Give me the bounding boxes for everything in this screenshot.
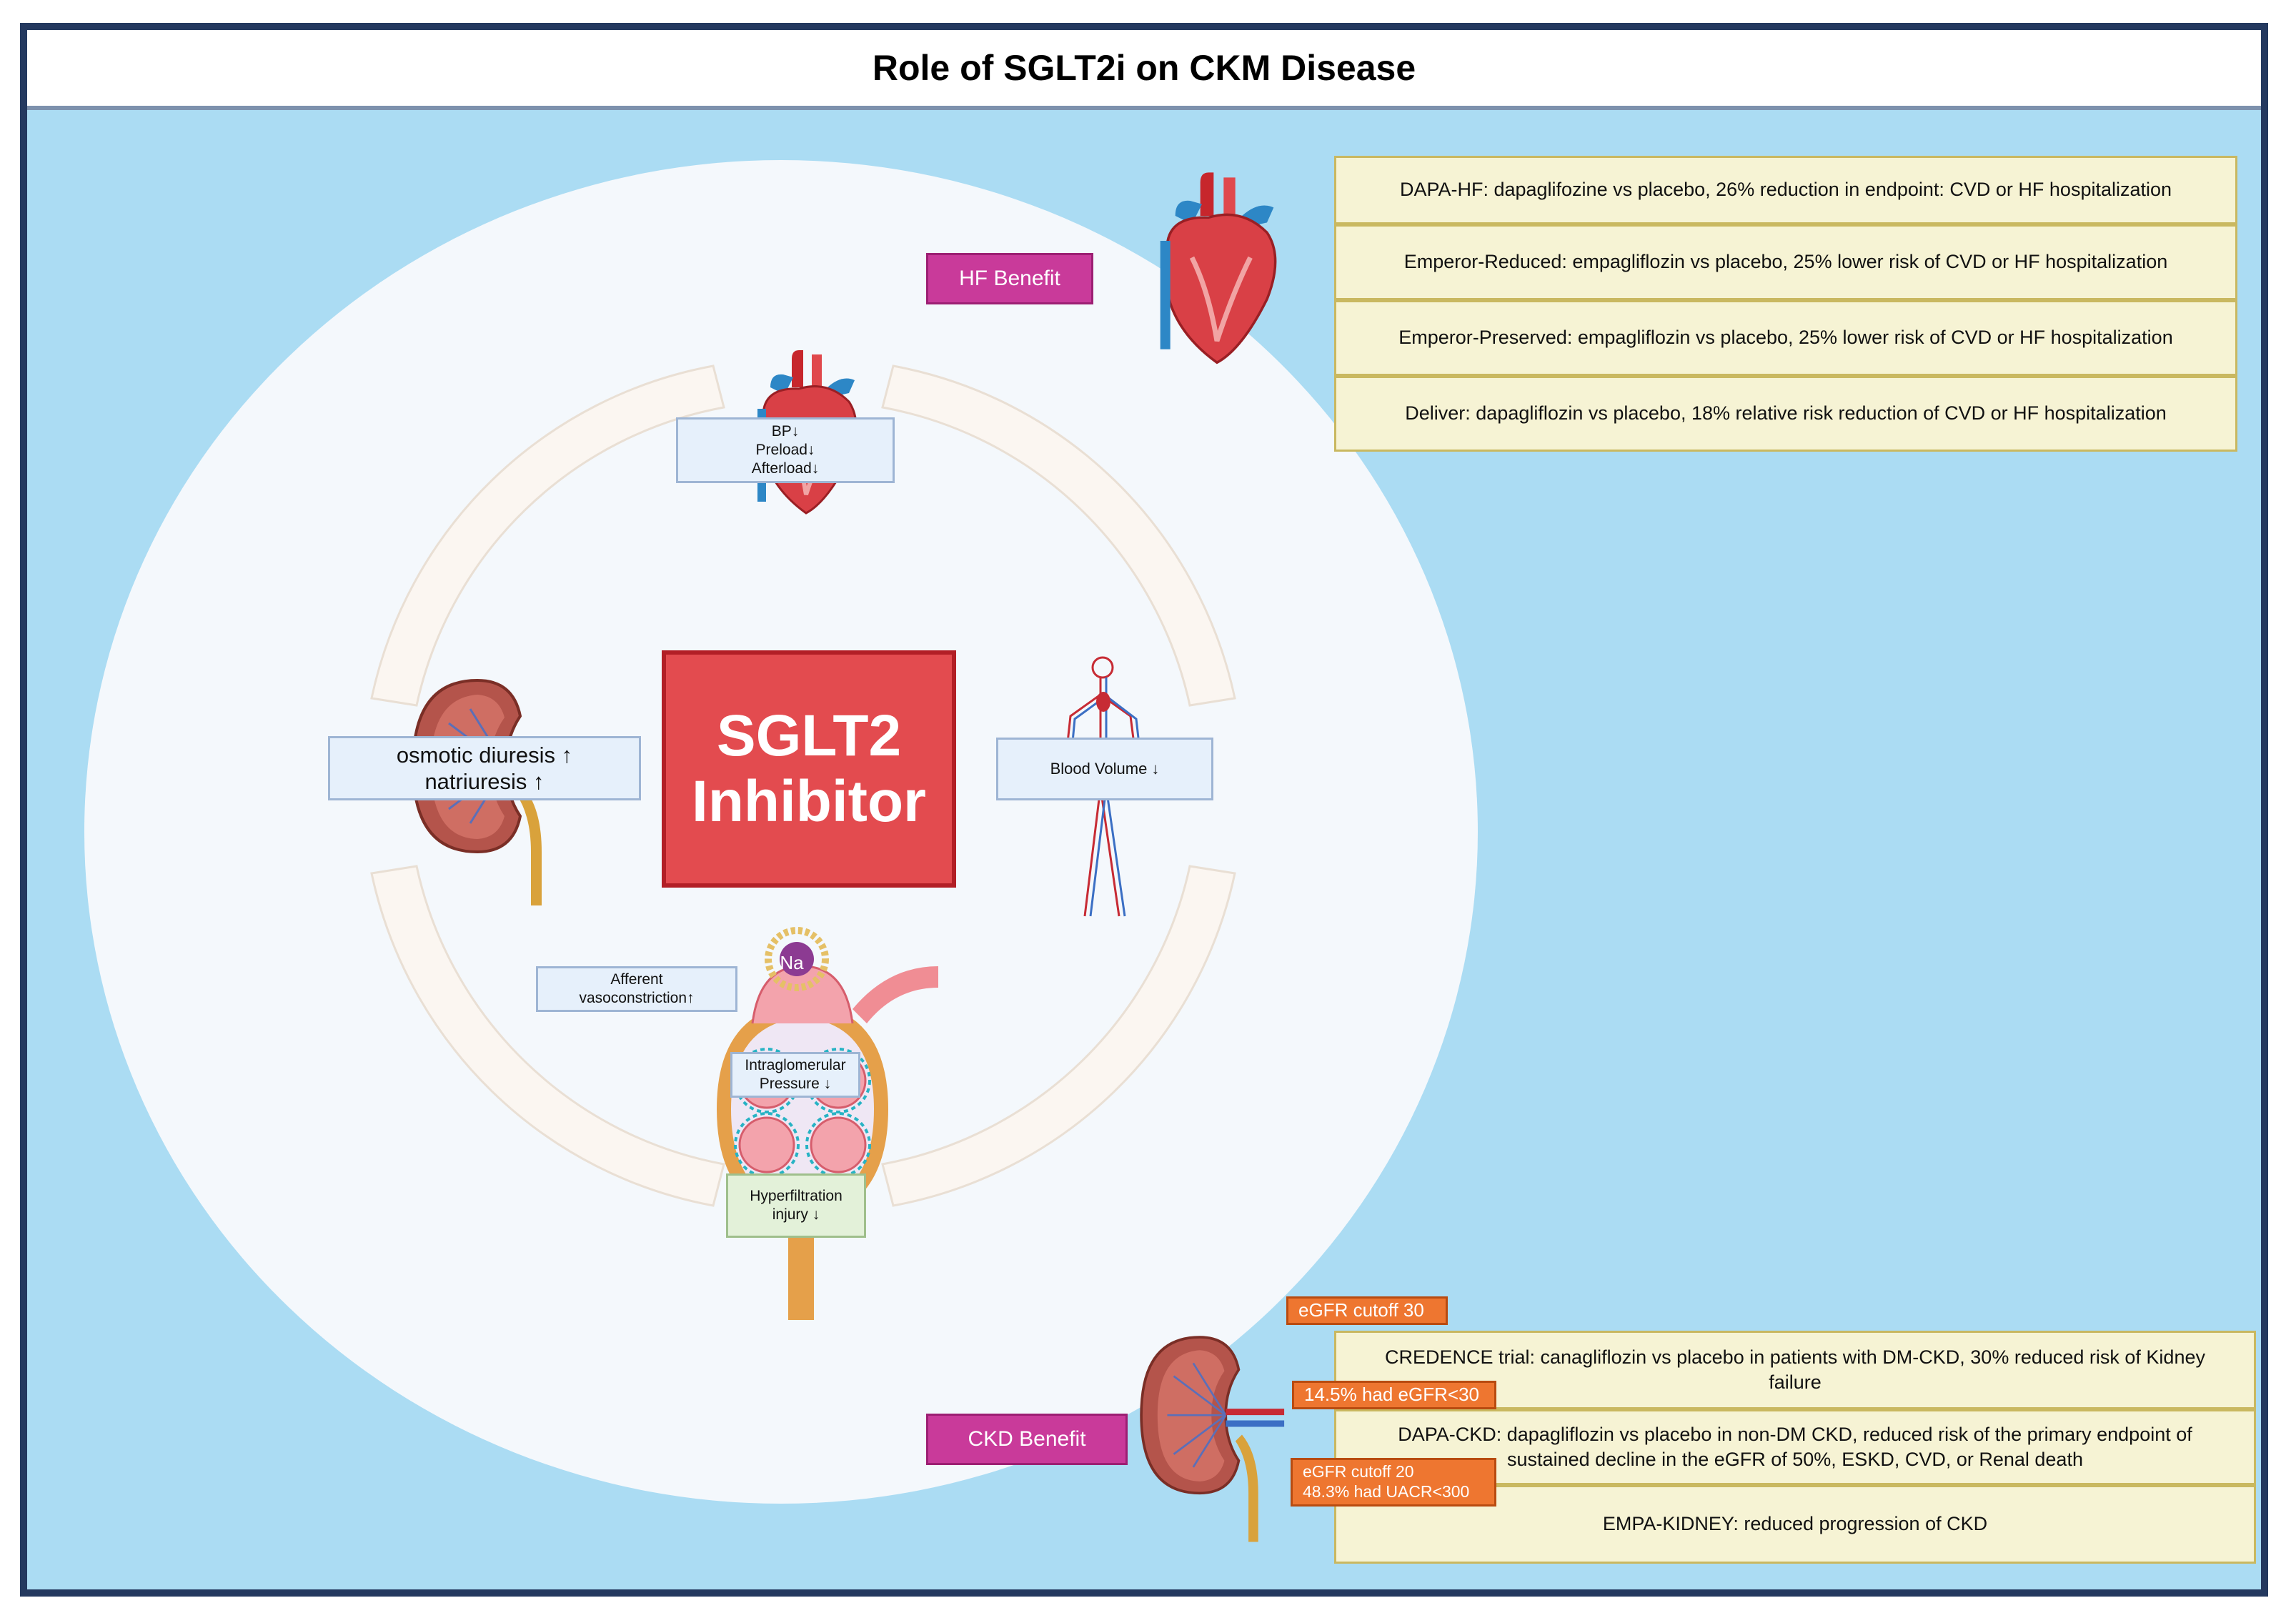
figure-frame: Role of SGLT2i on CKM Disease <box>20 23 2268 1597</box>
ckd-kidney-icon <box>1140 1336 1285 1542</box>
ckd-benefit-label: CKD Benefit <box>926 1414 1128 1465</box>
ring-arc-top-right <box>881 364 1236 707</box>
cycle-ring <box>370 364 1236 1207</box>
hf-benefit-label: HF Benefit <box>926 253 1093 304</box>
tag-egfr-cutoff-30: eGFR cutoff 30 <box>1286 1296 1448 1325</box>
ring-arc-top-left <box>370 364 725 707</box>
hyperfiltration-label: Hyperfiltration injury ↓ <box>726 1173 866 1238</box>
heart-effect-label: BP↓ Preload↓ Afterload↓ <box>676 417 895 483</box>
afferent-label: Afferent vasoconstriction↑ <box>536 966 737 1012</box>
intraglomerular-label: Intraglomerular Pressure ↓ <box>730 1052 860 1098</box>
hf-trial-emperor-preserved: Emperor-Preserved: empagliflozin vs plac… <box>1334 300 2237 376</box>
hf-trial-emperor-reduced: Emperor-Reduced: empagliflozin vs placeb… <box>1334 224 2237 300</box>
tag-egfr-below-30: 14.5% had eGFR<30 <box>1292 1381 1496 1409</box>
sodium-label: Na <box>780 951 804 973</box>
blood-volume-label: Blood Volume ↓ <box>996 738 1213 800</box>
ckd-trial-dapa-ckd: DAPA-CKD: dapagliflozin vs placebo in no… <box>1334 1409 2256 1485</box>
ring-arc-bottom-right <box>881 865 1236 1207</box>
kidney-effect-label: osmotic diuresis ↑ natriuresis ↑ <box>328 736 641 800</box>
hf-trial-dapa-hf: DAPA-HF: dapaglifozine vs placebo, 26% r… <box>1334 156 2237 224</box>
ring-arc-bottom-left <box>370 865 725 1207</box>
title-bar: Role of SGLT2i on CKM Disease <box>27 30 2261 110</box>
sglt2-inhibitor-box: SGLT2 Inhibitor <box>662 650 956 888</box>
tag-egfr-cutoff-20: eGFR cutoff 20 48.3% had UACR<300 <box>1291 1458 1496 1507</box>
hf-heart-icon <box>1160 172 1277 364</box>
figure-title: Role of SGLT2i on CKM Disease <box>872 48 1416 88</box>
hf-trial-deliver: Deliver: dapagliflozin vs placebo, 18% r… <box>1334 376 2237 452</box>
